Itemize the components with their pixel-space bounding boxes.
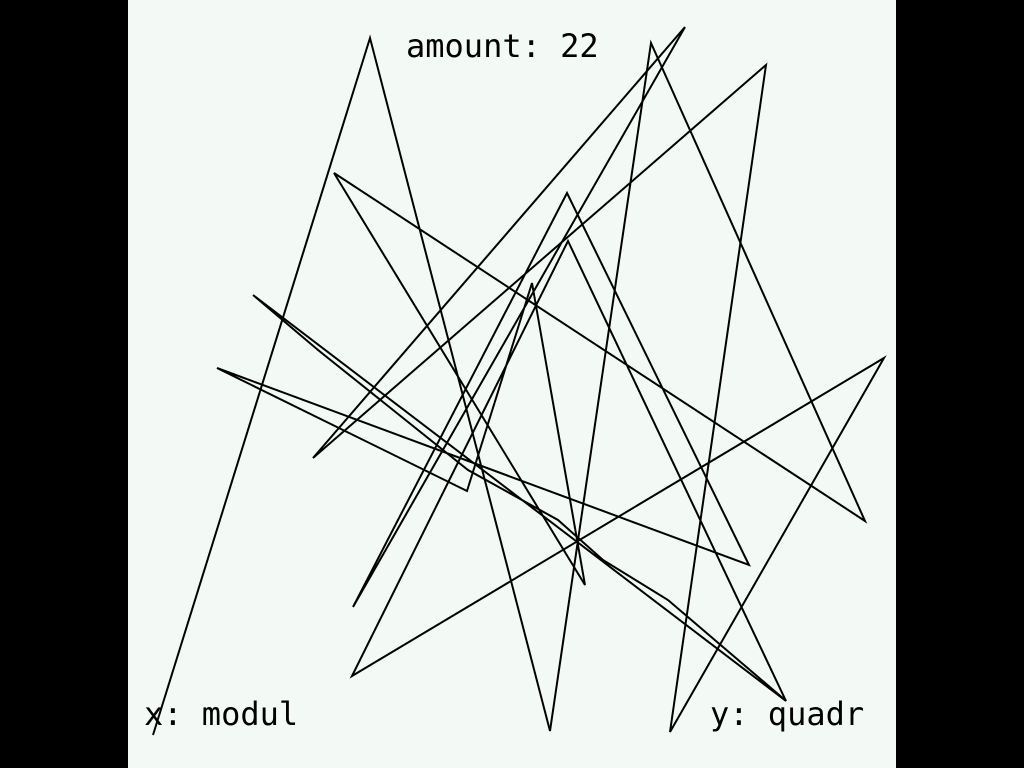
pattern-polyline bbox=[152, 26, 887, 736]
amount-label: amount: 22 bbox=[406, 27, 599, 65]
drawing-canvas: amount: 22 x: modul y: quadr bbox=[128, 0, 896, 768]
y-mode-label: y: quadr bbox=[710, 695, 865, 733]
x-mode-label: x: modul bbox=[144, 695, 299, 733]
line-pattern bbox=[152, 26, 887, 736]
